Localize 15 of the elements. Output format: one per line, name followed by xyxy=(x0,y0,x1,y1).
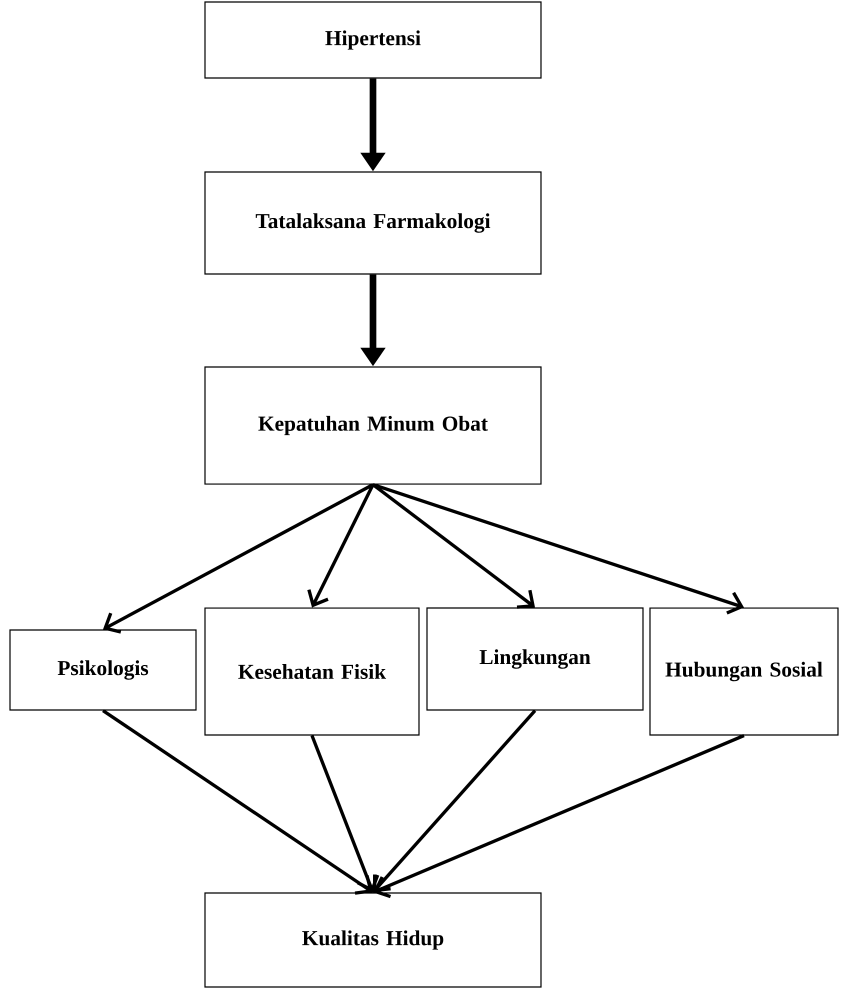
process-box: Hipertensi xyxy=(204,1,542,79)
process-box: Kesehatan Fisik xyxy=(204,607,420,736)
arrow xyxy=(103,483,374,634)
arrow xyxy=(373,710,536,892)
arrow xyxy=(373,734,745,898)
process-box: Psikologis xyxy=(9,629,197,711)
arrow xyxy=(372,483,744,615)
arrow xyxy=(310,734,380,892)
arrow xyxy=(102,709,373,895)
process-box: Hubungan Sosial xyxy=(649,607,839,736)
process-box: Lingkungan xyxy=(426,607,644,711)
arrow xyxy=(307,484,374,608)
process-box: Kualitas Hidup xyxy=(204,892,542,988)
process-box: Kepatuhan Minum Obat xyxy=(204,366,542,485)
process-box: Tatalaksana Farmakologi xyxy=(204,171,542,275)
